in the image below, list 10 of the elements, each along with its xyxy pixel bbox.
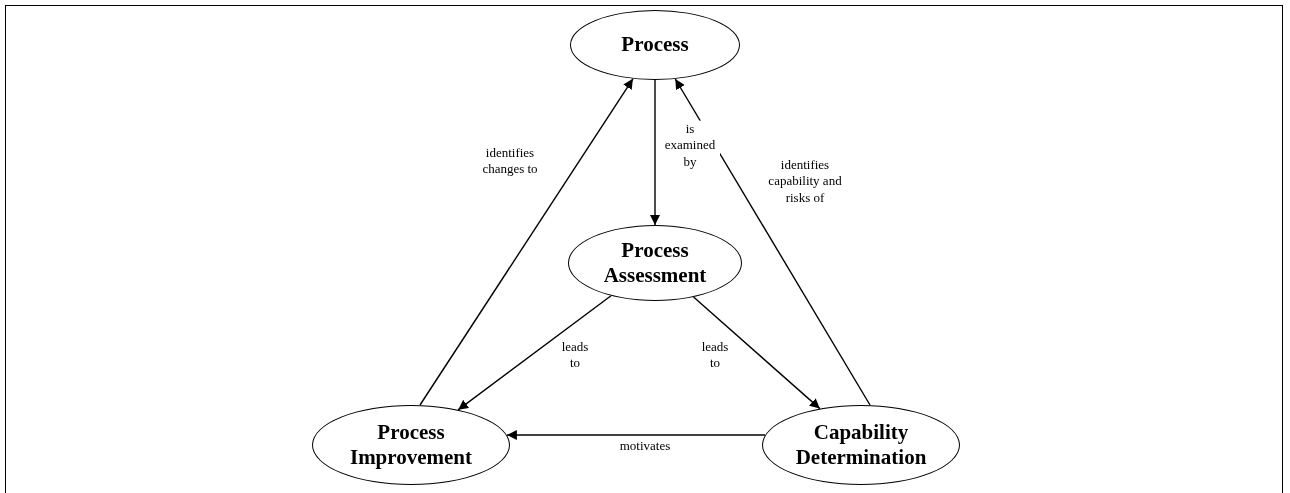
- arrow: [506, 430, 766, 440]
- node-label: Capability Determination: [794, 419, 928, 471]
- arrow: [692, 296, 821, 410]
- arrow: [650, 79, 660, 226]
- node-label: Process: [621, 32, 689, 58]
- node-label: Process Assessment: [602, 237, 708, 289]
- arrow: [419, 78, 634, 406]
- arrow: [457, 295, 612, 411]
- arrow: [674, 78, 871, 406]
- node-label: Process Improvement: [348, 419, 474, 471]
